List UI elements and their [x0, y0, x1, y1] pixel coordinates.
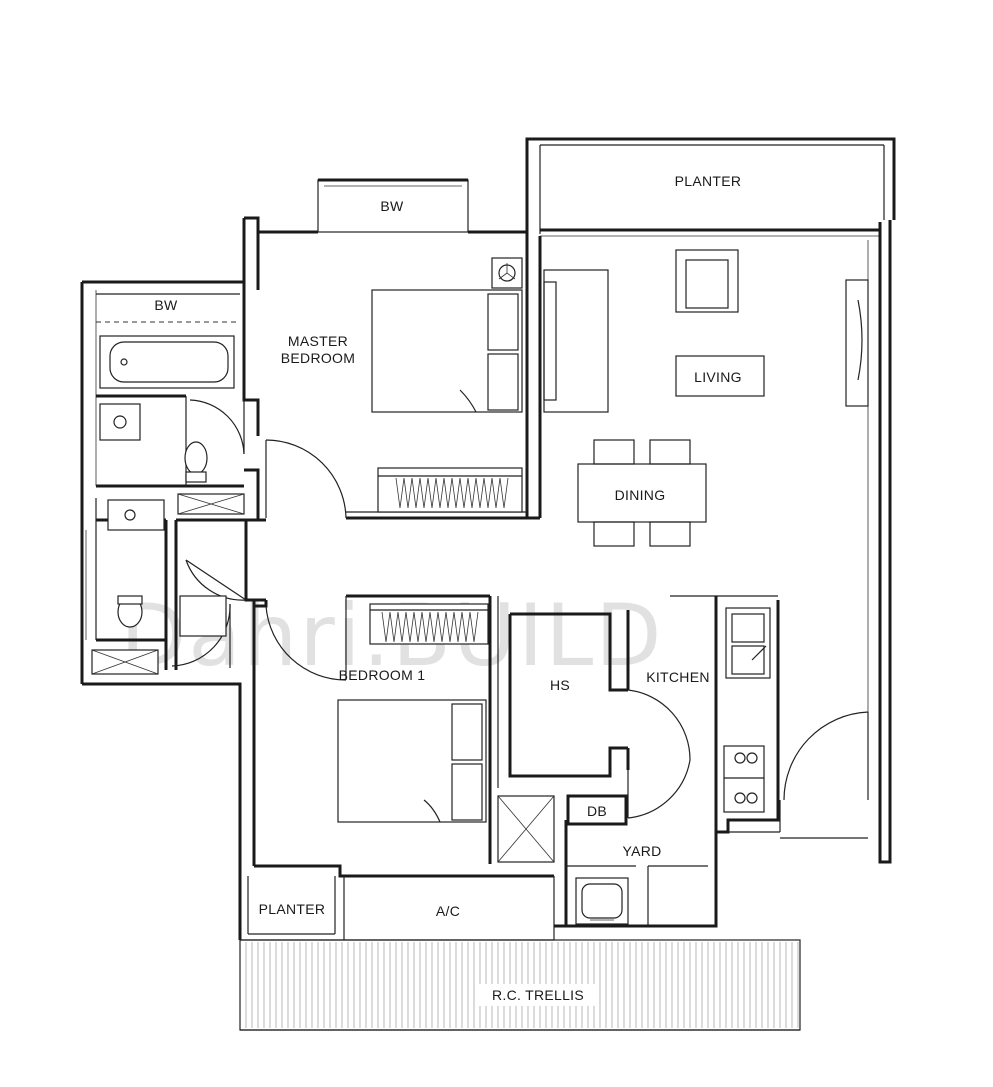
- washing-machine: [575, 877, 629, 925]
- labels: PLANTER BW BW MASTER BEDROOM LIVING DINI…: [154, 173, 741, 1003]
- label-living: LIVING: [694, 369, 742, 385]
- living-box: [675, 355, 765, 397]
- toilet-1: [184, 441, 208, 475]
- outer-walls: [80, 137, 896, 941]
- label-planter-bottom: PLANTER: [259, 901, 326, 917]
- master-bed: [371, 289, 523, 413]
- label-kitchen: KITCHEN: [646, 669, 710, 685]
- label-bw-bath: BW: [154, 297, 178, 313]
- rc-trellis: [239, 939, 801, 1031]
- kitchen-sink: [725, 607, 771, 679]
- trellis-label-bg: [478, 984, 598, 1006]
- label-bw-master: BW: [380, 198, 404, 214]
- armchair: [675, 249, 739, 313]
- label-ac: A/C: [436, 903, 460, 919]
- sofa: [543, 269, 609, 413]
- label-planter-top: PLANTER: [675, 173, 742, 189]
- label-trellis: R.C. TRELLIS: [492, 987, 584, 1003]
- label-hs: HS: [550, 677, 570, 693]
- label-bedroom-1: BEDROOM 1: [339, 667, 426, 683]
- doors: [171, 399, 869, 819]
- basin-1: [99, 403, 141, 441]
- bed-1: [337, 699, 487, 823]
- label-master-bedroom-2: BEDROOM: [281, 350, 355, 366]
- basin-2: [107, 499, 165, 531]
- label-master-bedroom-1: MASTER: [288, 333, 348, 349]
- label-yard: YARD: [622, 843, 661, 859]
- furniture: [85, 249, 869, 925]
- label-db: DB: [587, 803, 607, 819]
- label-dining: DINING: [615, 487, 666, 503]
- tv-console: [845, 279, 869, 407]
- dining-table: [577, 463, 707, 523]
- bathtub: [99, 335, 235, 389]
